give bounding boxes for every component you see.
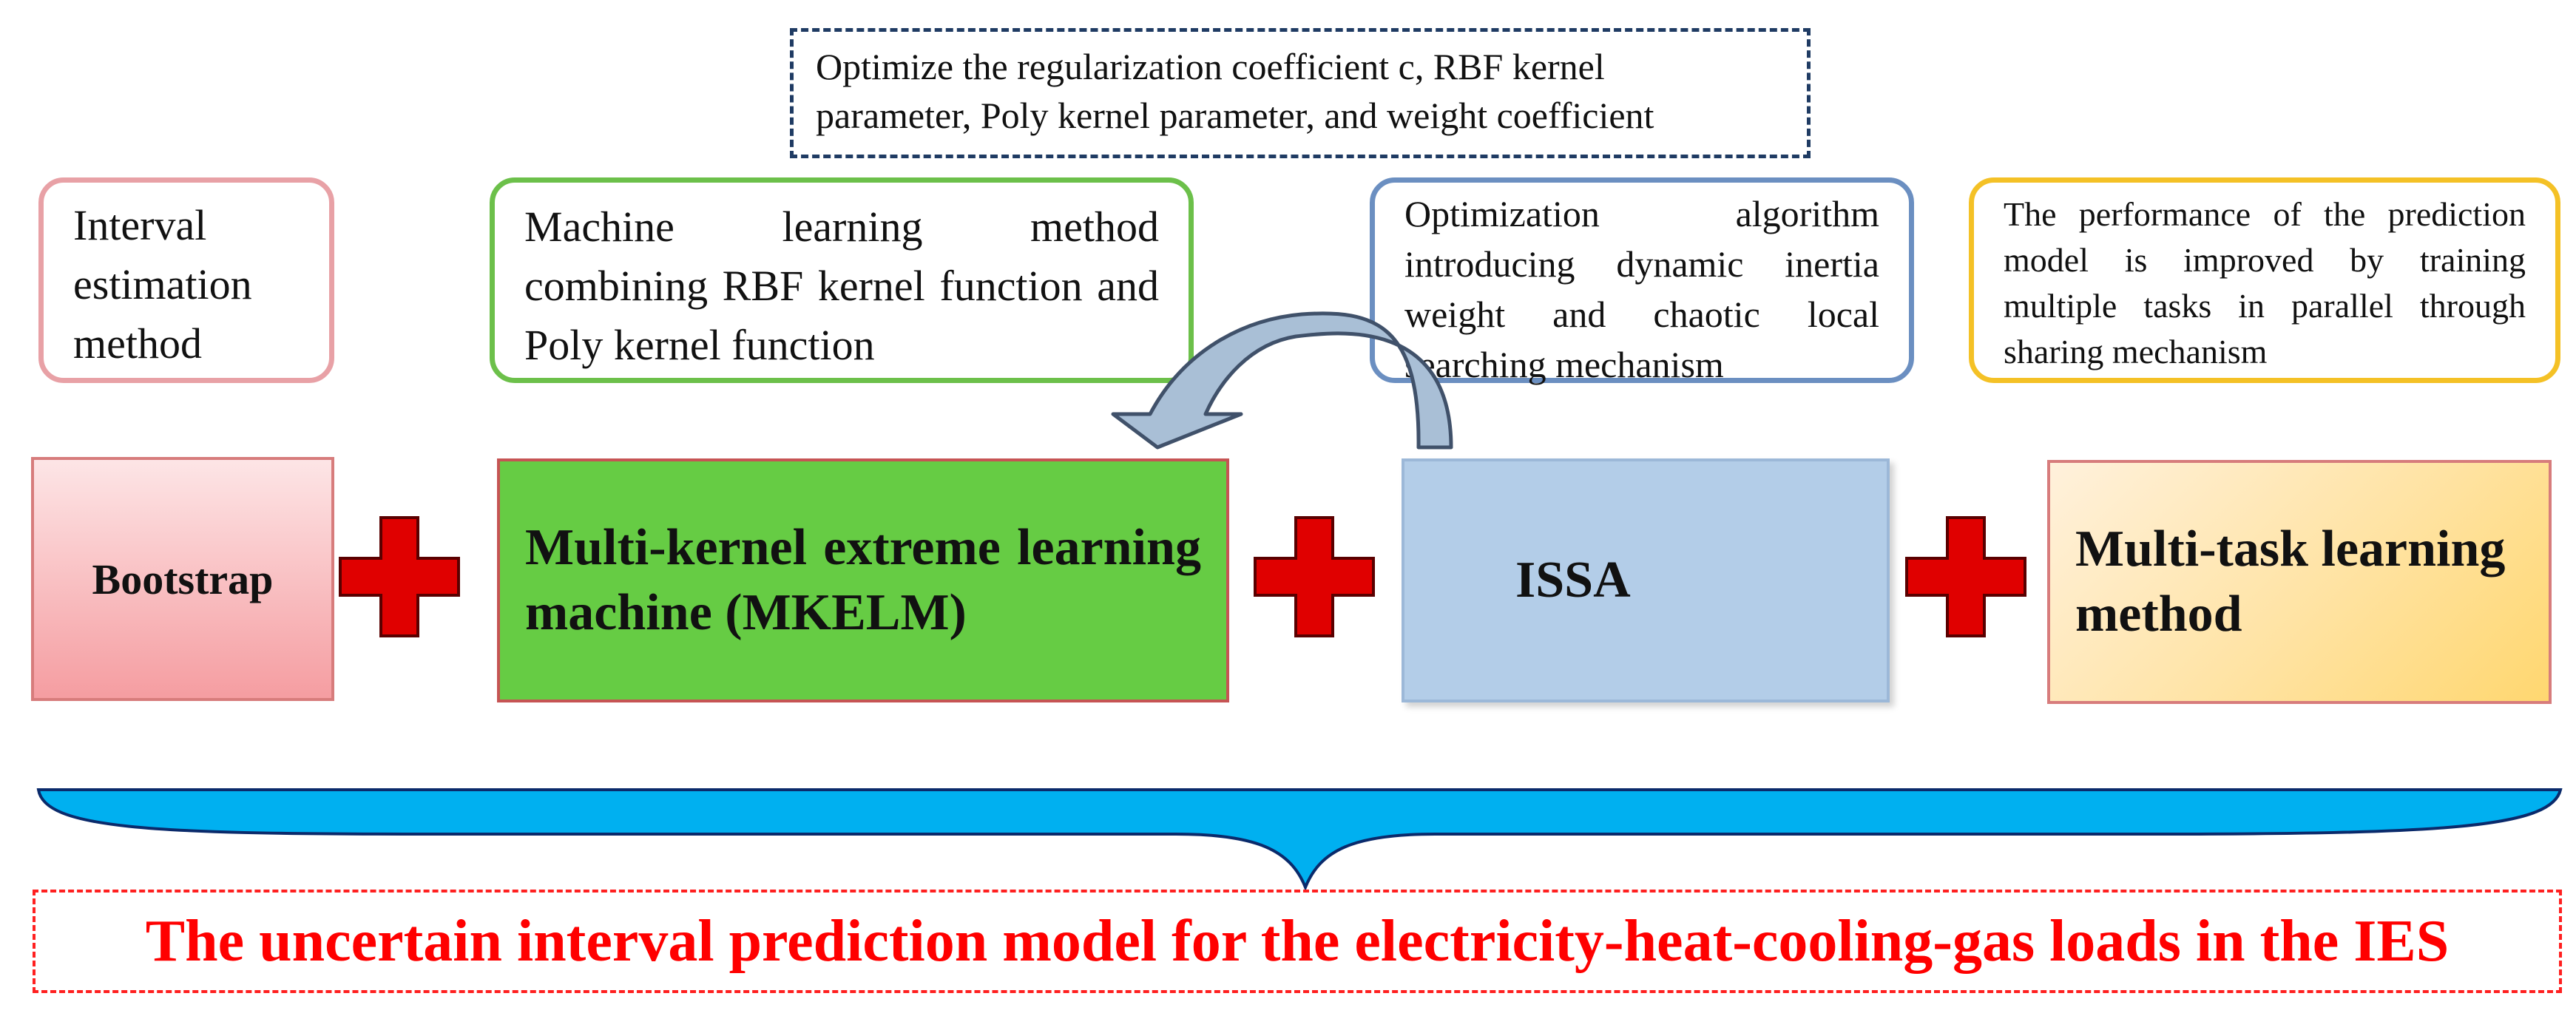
mtl-label: Multi-task learning method	[2075, 521, 2506, 643]
plus-icon-1	[339, 516, 460, 637]
result-label: The uncertain interval prediction model …	[145, 908, 2450, 974]
bootstrap-label: Bootstrap	[92, 555, 274, 603]
mtl-description: The performance of the prediction model …	[1969, 177, 2560, 383]
issa-box: ISSA	[1402, 458, 1890, 702]
mkelm-label: Multi-kernel extreme learning machine (M…	[525, 519, 1201, 641]
mkelm-box: Multi-kernel extreme learning machine (M…	[497, 458, 1229, 702]
mtl-box: Multi-task learning method	[2047, 460, 2552, 704]
bootstrap-box: Bootstrap	[31, 457, 334, 701]
issa-description: Optimization algorithm introducing dynam…	[1370, 177, 1914, 385]
plus-icon-2	[1254, 516, 1375, 637]
result-box: The uncertain interval prediction model …	[33, 890, 2562, 993]
bootstrap-description: Interval estimation method	[38, 177, 334, 383]
plus-icon-3	[1905, 516, 2026, 637]
parameters-note-line2: parameter, Poly kernel parameter, and we…	[816, 95, 1654, 136]
curved-arrow-icon	[1111, 311, 1453, 450]
parameters-note: Optimize the regularization coefficient …	[790, 28, 1811, 158]
parameters-note-line1: Optimize the regularization coefficient …	[816, 46, 1605, 87]
mkelm-description: Machine learning method combining RBF ke…	[490, 177, 1194, 383]
curly-brace-icon	[36, 788, 2563, 892]
issa-label: ISSA	[1515, 552, 1631, 609]
